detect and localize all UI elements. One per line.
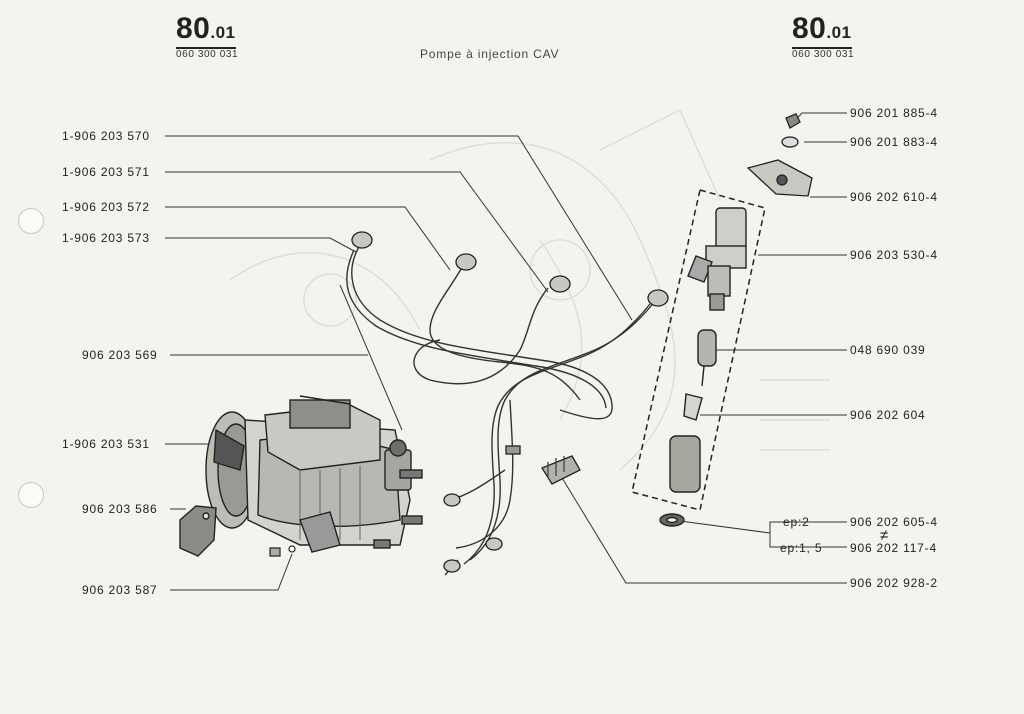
- part-label: 906 202 604: [850, 408, 926, 422]
- part-label: 906 203 587: [82, 583, 158, 597]
- leader-lines-left: [165, 135, 633, 591]
- part-label: 1-906 203 572: [62, 200, 150, 214]
- part-label: 048 690 039: [850, 343, 926, 357]
- part-label: 906 203 569: [82, 348, 158, 362]
- screw-icon: [269, 545, 296, 557]
- page-code-left: 060 300 031: [176, 49, 239, 60]
- part-label: 906 201 885-4: [850, 106, 938, 120]
- part-label: 906 202 928-2: [850, 576, 938, 590]
- part-label: 1-906 203 571: [62, 165, 150, 179]
- part-label: 1-906 203 531: [62, 437, 150, 451]
- part-label: 906 202 117-4: [850, 541, 937, 555]
- page-code-right: 060 300 031: [792, 49, 855, 60]
- not-equal-sign: ≠: [880, 527, 890, 544]
- punch-hole-icon: [18, 208, 44, 234]
- variant-ep15: ep:1, 5: [780, 541, 823, 555]
- injection-pump-icon: [205, 395, 423, 553]
- pipe-clip-icon: [541, 455, 581, 485]
- part-label: 906 202 610-4: [850, 190, 938, 204]
- part-label: 906 202 605-4: [850, 515, 938, 529]
- part-label: 906 203 586: [82, 502, 158, 516]
- page-title: Pompe à injection CAV: [420, 47, 560, 61]
- fuel-pipe-icon: [346, 244, 657, 576]
- part-label: 1-906 203 570: [62, 129, 150, 143]
- injector-icon: [631, 113, 813, 527]
- punch-hole-icon: [18, 482, 44, 508]
- part-label: 906 201 883-4: [850, 135, 938, 149]
- cover-plate-icon: [179, 505, 217, 557]
- pipe-nut-icon: [351, 231, 669, 573]
- ghost-show-through: [229, 108, 830, 471]
- page-number-right: 80.01: [792, 12, 852, 49]
- part-label: 906 203 530-4: [850, 248, 938, 262]
- part-label: 1-906 203 573: [62, 231, 150, 245]
- page-number-left: 80.01: [176, 12, 236, 49]
